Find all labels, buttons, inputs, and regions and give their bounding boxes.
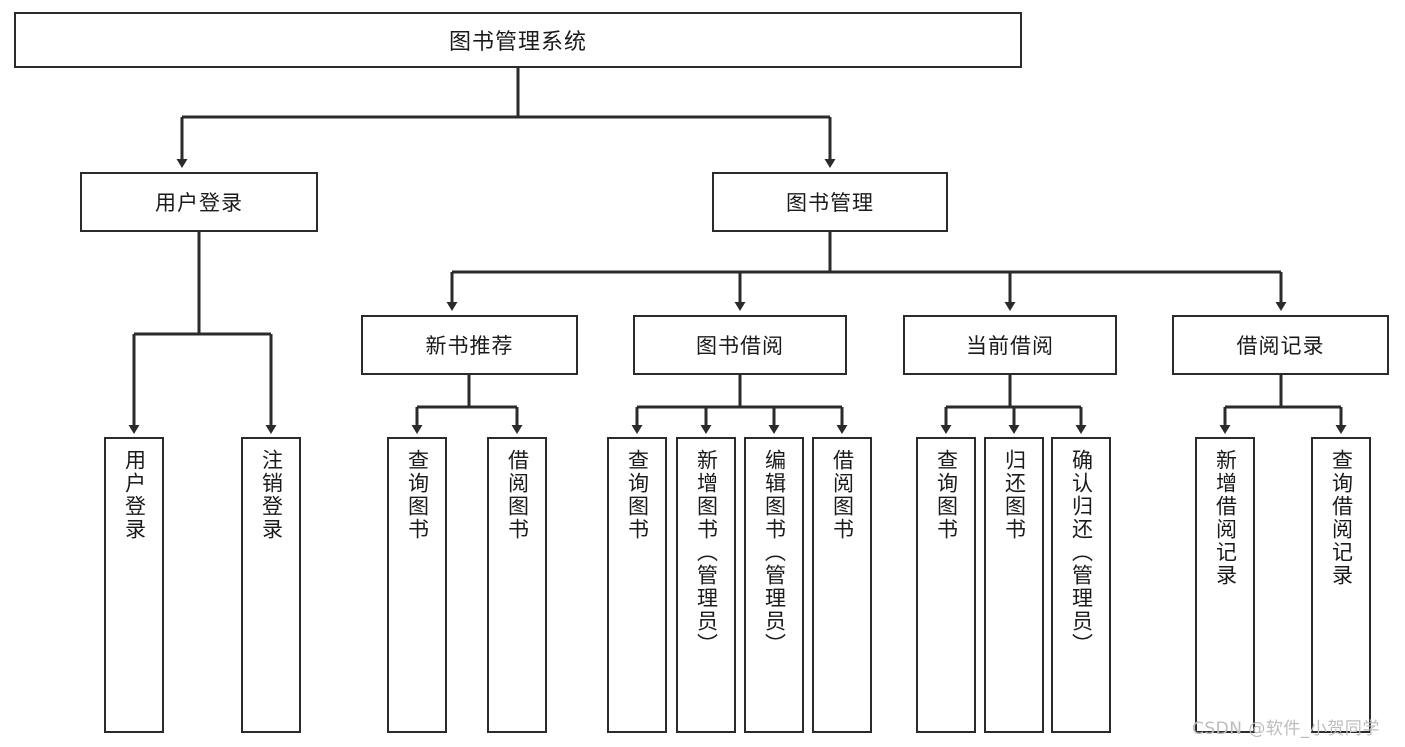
node-label: 用户登录 xyxy=(155,191,243,215)
leaf-record-add-record[interactable]: 新增借阅记录 xyxy=(1195,437,1255,733)
node-label: 确认归还（管理员） xyxy=(1069,449,1094,656)
node-label: 注销登录 xyxy=(259,449,284,541)
leaf-user-login-signout[interactable]: 注销登录 xyxy=(241,437,301,733)
node-label: 查询图书 xyxy=(934,449,959,541)
leaf-borrow-query-book[interactable]: 查询图书 xyxy=(607,437,667,733)
node-label: 新增借阅记录 xyxy=(1213,449,1238,587)
leaf-recommend-query-book[interactable]: 查询图书 xyxy=(387,437,447,733)
node-user-login[interactable]: 用户登录 xyxy=(80,172,318,232)
node-label: 新书推荐 xyxy=(425,334,514,358)
node-label: 借阅记录 xyxy=(1236,334,1325,358)
node-label: 借阅图书 xyxy=(830,449,855,541)
node-borrow-record[interactable]: 借阅记录 xyxy=(1172,315,1389,375)
leaf-borrow-edit-book-admin[interactable]: 编辑图书（管理员） xyxy=(744,437,804,733)
node-label: 图书管理 xyxy=(786,191,874,215)
node-label: 借阅图书 xyxy=(505,449,530,541)
leaf-current-confirm-return-admin[interactable]: 确认归还（管理员） xyxy=(1051,437,1111,733)
leaf-user-login-signin[interactable]: 用户登录 xyxy=(104,437,164,733)
csdn-watermark: CSDN @软件_小贺同学 xyxy=(1192,719,1380,739)
node-book-borrow[interactable]: 图书借阅 xyxy=(633,315,847,375)
node-label: 归还图书 xyxy=(1002,449,1027,541)
node-book-management[interactable]: 图书管理 xyxy=(712,172,948,232)
leaf-borrow-borrow-book[interactable]: 借阅图书 xyxy=(812,437,872,733)
leaf-current-query-book[interactable]: 查询图书 xyxy=(916,437,976,733)
node-label: 查询图书 xyxy=(625,449,650,541)
node-root-system[interactable]: 图书管理系统 xyxy=(14,12,1022,68)
leaf-borrow-add-book-admin[interactable]: 新增图书（管理员） xyxy=(676,437,736,733)
node-label: 当前借阅 xyxy=(966,334,1054,358)
leaf-recommend-borrow-book[interactable]: 借阅图书 xyxy=(487,437,547,733)
node-label: 图书管理系统 xyxy=(448,30,587,55)
node-label: 新增图书（管理员） xyxy=(694,449,719,656)
leaf-record-query-record[interactable]: 查询借阅记录 xyxy=(1311,437,1371,733)
node-new-book-recommend[interactable]: 新书推荐 xyxy=(361,315,578,375)
leaf-current-return-book[interactable]: 归还图书 xyxy=(984,437,1044,733)
node-label: 查询图书 xyxy=(405,449,430,541)
node-label: 查询借阅记录 xyxy=(1329,449,1354,587)
node-label: 图书借阅 xyxy=(696,334,784,358)
node-label: 用户登录 xyxy=(122,449,147,541)
node-current-borrow[interactable]: 当前借阅 xyxy=(903,315,1117,375)
node-label: 编辑图书（管理员） xyxy=(762,449,787,656)
